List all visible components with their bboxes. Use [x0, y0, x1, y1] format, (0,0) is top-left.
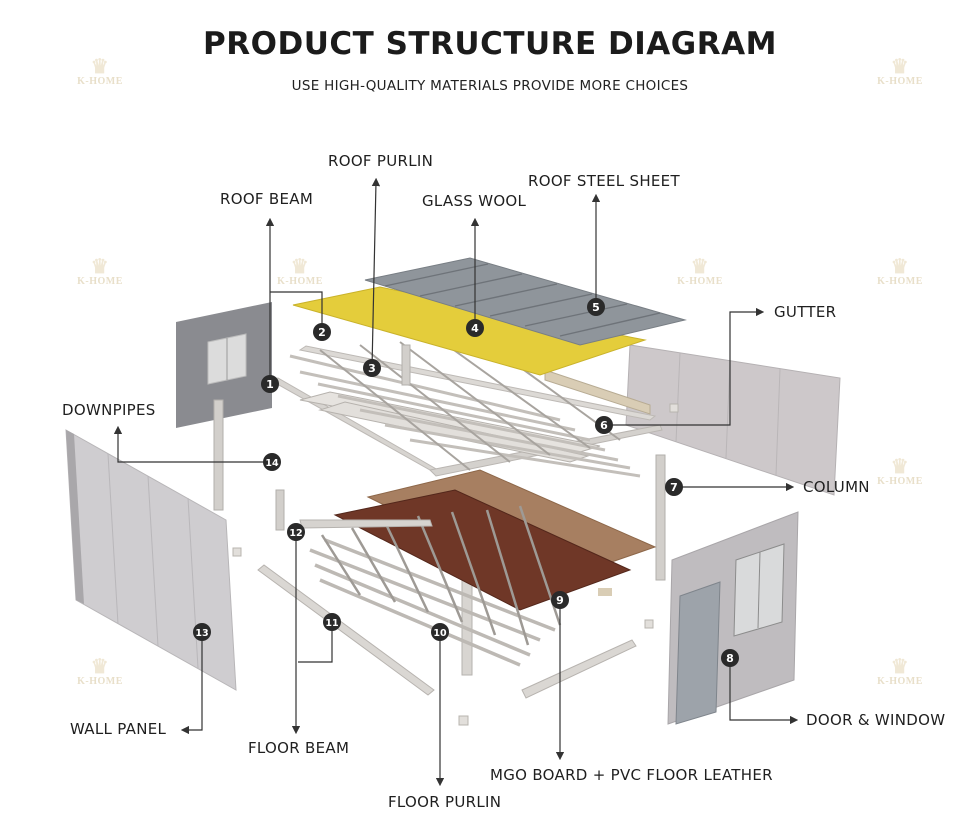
label-downpipes: DOWNPIPES [62, 401, 156, 419]
svg-text:9: 9 [556, 594, 564, 607]
crown-logo-icon: ♛ [890, 456, 910, 478]
marker-7: 7 [665, 478, 683, 496]
marker-12: 12 [287, 523, 305, 541]
svg-text:6: 6 [600, 419, 608, 432]
crown-logo-icon: ♛ [890, 56, 910, 78]
label-floor-beam: FLOOR BEAM [248, 739, 350, 757]
crown-logo-icon: ♛ [690, 256, 710, 278]
watermark-logo: ♛K-HOME [870, 456, 930, 487]
label-glass-wool: GLASS WOOL [422, 192, 527, 210]
leader-roof-purlin [371, 177, 381, 369]
svg-text:1: 1 [266, 378, 274, 391]
floor-frame [257, 505, 637, 699]
marker-10: 10 [431, 623, 449, 641]
label-floor-purlin: FLOOR PURLIN [388, 793, 502, 811]
label-mgo-board: MGO BOARD + PVC FLOOR LEATHER [490, 766, 773, 784]
marker-4: 4 [466, 319, 484, 337]
crown-logo-icon: ♛ [890, 256, 910, 278]
number-markers: 1 2 3 4 5 6 7 8 9 10 11 12 13 14 [193, 298, 739, 667]
svg-text:3: 3 [368, 362, 376, 375]
label-roof-purlin: ROOF PURLIN [328, 152, 434, 170]
svg-text:11: 11 [325, 618, 338, 629]
crown-logo-icon: ♛ [290, 256, 310, 278]
crown-logo-icon: ♛ [890, 656, 910, 678]
watermark-logo: ♛K-HOME [870, 56, 930, 87]
wall-panel-left [65, 429, 237, 691]
watermark-logo: ♛K-HOME [870, 256, 930, 287]
leader-gutter [604, 307, 765, 426]
watermark-logo: ♛K-HOME [70, 256, 130, 287]
watermark-logo: ♛K-HOME [270, 256, 330, 287]
label-roof-beam: ROOF BEAM [220, 190, 314, 208]
svg-text:12: 12 [289, 528, 302, 539]
wall-panel-right [625, 344, 841, 496]
leader-gutter-2 [270, 291, 323, 332]
marker-2: 2 [313, 323, 331, 341]
svg-text:10: 10 [433, 628, 447, 639]
svg-text:7: 7 [670, 481, 678, 494]
marker-9: 9 [551, 591, 569, 609]
svg-text:14: 14 [265, 458, 279, 469]
watermark-logo: ♛K-HOME [70, 56, 130, 87]
crown-logo-icon: ♛ [90, 656, 110, 678]
marker-5: 5 [587, 298, 605, 316]
hardware-pieces [232, 403, 679, 726]
crown-logo-icon: ♛ [90, 56, 110, 78]
svg-text:8: 8 [726, 652, 734, 665]
marker-14: 14 [263, 453, 281, 471]
watermark-logo: ♛K-HOME [870, 656, 930, 687]
marker-13: 13 [193, 623, 211, 641]
watermark-logo: ♛K-HOME [70, 656, 130, 687]
leader-lines [113, 177, 799, 787]
svg-text:13: 13 [195, 628, 208, 639]
roof-frame [268, 337, 663, 478]
watermark-logo: ♛K-HOME [670, 256, 730, 287]
door-window-panel [667, 511, 799, 725]
crown-logo-icon: ♛ [90, 256, 110, 278]
svg-text:4: 4 [471, 322, 479, 335]
marker-8: 8 [721, 649, 739, 667]
svg-text:2: 2 [318, 326, 326, 339]
svg-text:5: 5 [592, 301, 600, 314]
marker-1: 1 [261, 375, 279, 393]
diagram-title: PRODUCT STRUCTURE DIAGRAM [203, 26, 777, 62]
roof-steel-sheet [364, 257, 687, 346]
marker-6: 6 [595, 416, 613, 434]
leader-downpipes [113, 425, 272, 463]
leader-wall-panel [180, 632, 203, 735]
left-end-wall-panel [176, 302, 272, 428]
diagram-subtitle: USE HIGH-QUALITY MATERIALS PROVIDE MORE … [291, 78, 689, 94]
leader-door-window [729, 658, 799, 725]
label-door-window: DOOR & WINDOW [806, 711, 946, 729]
label-column: COLUMN [803, 478, 870, 496]
label-wall-panel: WALL PANEL [70, 720, 167, 738]
label-gutter: GUTTER [774, 303, 837, 321]
marker-11: 11 [323, 613, 341, 631]
label-roof-steel-sheet: ROOF STEEL SHEET [528, 172, 680, 190]
marker-3: 3 [363, 359, 381, 377]
leader-floor-beam-2 [298, 622, 333, 663]
